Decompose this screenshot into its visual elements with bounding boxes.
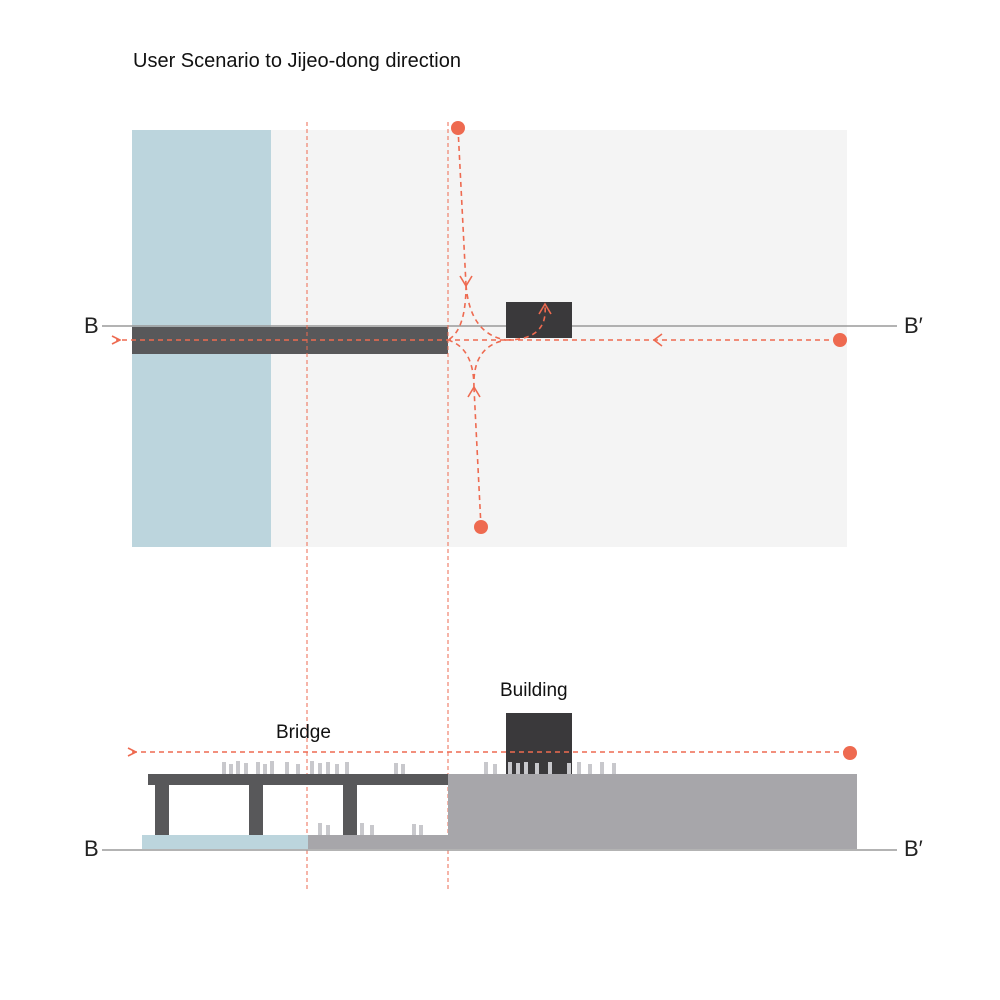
section-bridge-deck (148, 774, 448, 785)
section-label-b-prime-elev: B′ (904, 836, 923, 861)
diagram-title: User Scenario to Jijeo-dong direction (133, 50, 461, 72)
start-point-south (474, 520, 488, 534)
bridge-pier-2 (249, 785, 263, 835)
arrow-building-path (538, 302, 552, 315)
section-water (142, 835, 308, 849)
bridge-pier-1 (155, 785, 169, 835)
bridge-pier-3 (343, 785, 357, 835)
section-land-mass (448, 774, 857, 849)
section-label-b-prime-plan: B′ (904, 313, 923, 338)
arrow-north-path (459, 275, 473, 288)
start-point-east (833, 333, 847, 347)
plan-building (506, 302, 572, 338)
people-silhouettes (222, 761, 616, 835)
arrow-south-path (467, 385, 481, 398)
section-label-b-elev: B (84, 836, 99, 861)
building-label: Building (500, 680, 568, 701)
section-label-b-plan: B (84, 313, 99, 338)
section-start-point (843, 746, 857, 760)
path-junction-curves (447, 284, 507, 389)
arrow-east-path (652, 333, 663, 347)
path-to-building (505, 305, 546, 341)
section-ground-strip (308, 835, 448, 849)
bridge-label: Bridge (276, 722, 331, 743)
start-point-north (451, 121, 465, 135)
